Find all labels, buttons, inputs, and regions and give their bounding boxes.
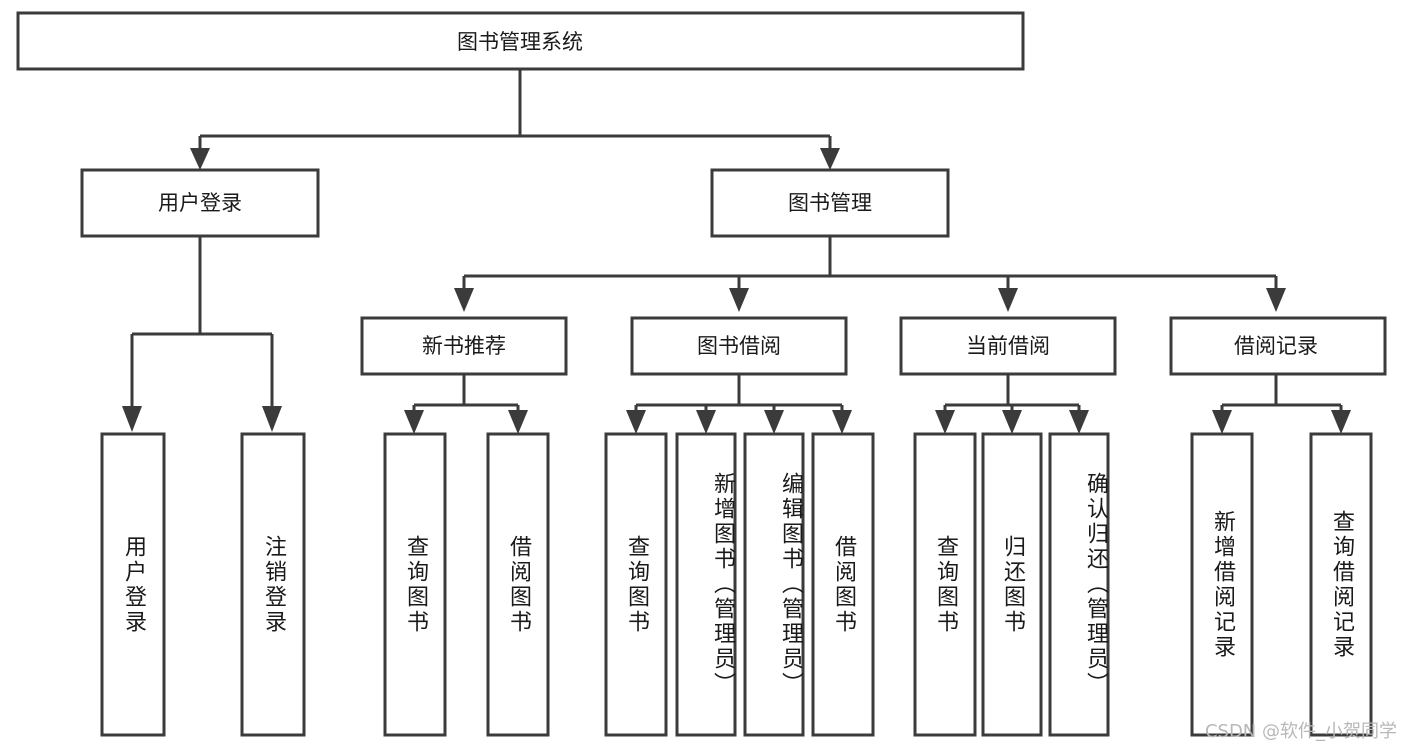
- arrow-head-current-borrow: [998, 288, 1018, 312]
- node-leaf-user-login[interactable]: [100, 432, 166, 737]
- node-new-book-recommend-label: 新书推荐: [422, 334, 506, 358]
- node-user-login-label: 用户登录: [158, 191, 242, 215]
- node-leaf-return-book-box[interactable]: [981, 432, 1043, 737]
- node-leaf-add-record-box[interactable]: [1190, 432, 1254, 737]
- arrow-head-borrow-record: [1266, 288, 1286, 312]
- node-current-borrow-label: 当前借阅: [966, 334, 1050, 358]
- node-leaf-borrow-book-2-box[interactable]: [811, 432, 875, 737]
- arrow-head-leaf-query-book-1: [404, 410, 424, 434]
- node-user-login[interactable]: 用户登录: [80, 168, 320, 238]
- node-leaf-query-book-2-box[interactable]: [604, 432, 668, 737]
- node-root[interactable]: 图书管理系统: [16, 11, 1025, 71]
- node-current-borrow-box[interactable]: [899, 316, 1117, 376]
- node-book-borrow-box[interactable]: [630, 316, 848, 376]
- node-new-book-recommend-box[interactable]: [360, 316, 568, 376]
- node-leaf-query-book-1-box[interactable]: [383, 432, 447, 737]
- arrow-head-new-book-recommend: [454, 288, 474, 312]
- node-leaf-return-book[interactable]: [981, 432, 1043, 737]
- node-leaf-query-record-box[interactable]: [1309, 432, 1373, 737]
- node-user-login-box[interactable]: [80, 168, 320, 238]
- node-leaf-query-book-3[interactable]: [913, 432, 977, 737]
- node-leaf-borrow-book-2[interactable]: [811, 432, 875, 737]
- node-root-box[interactable]: [16, 11, 1025, 71]
- arrow-head-leaf-query-book-2: [626, 410, 646, 434]
- arrow-head-leaf-edit-book: [764, 410, 784, 434]
- arrow-head-user-login: [190, 148, 210, 170]
- arrow-head-leaf-logout: [262, 406, 282, 432]
- arrow-head-book-borrow: [729, 288, 749, 312]
- node-leaf-query-book-2[interactable]: [604, 432, 668, 737]
- arrow-head-leaf-query-record: [1331, 410, 1351, 434]
- arrow-head-leaf-borrow-book-1: [508, 410, 528, 434]
- node-current-borrow[interactable]: 当前借阅: [899, 316, 1117, 376]
- arrow-head-book-manage: [820, 148, 840, 170]
- node-new-book-recommend[interactable]: 新书推荐: [360, 316, 568, 376]
- node-leaf-borrow-book-1-box[interactable]: [486, 432, 550, 737]
- node-leaf-add-record[interactable]: [1190, 432, 1254, 737]
- node-leaf-add-book[interactable]: [675, 432, 737, 737]
- connector-layer: [122, 70, 1351, 434]
- node-leaf-logout[interactable]: [240, 432, 306, 737]
- node-book-manage-label: 图书管理: [788, 191, 872, 215]
- arrow-head-leaf-borrow-book-2: [832, 410, 852, 434]
- arrow-head-leaf-query-book-3: [935, 410, 955, 434]
- node-leaf-borrow-book-1[interactable]: [486, 432, 550, 737]
- arrow-head-leaf-add-record: [1212, 410, 1232, 434]
- watermark-text: CSDN @软件_小贺同学: [1204, 721, 1397, 742]
- node-borrow-record-box[interactable]: [1169, 316, 1387, 376]
- node-leaf-edit-book-box[interactable]: [743, 432, 805, 737]
- node-leaf-confirm-return[interactable]: [1048, 432, 1110, 737]
- arrow-head-leaf-add-book: [696, 410, 716, 434]
- node-borrow-record[interactable]: 借阅记录: [1169, 316, 1387, 376]
- arrow-head-leaf-user-login: [122, 406, 142, 432]
- node-leaf-confirm-return-box[interactable]: [1048, 432, 1110, 737]
- node-book-manage-box[interactable]: [710, 168, 950, 238]
- node-book-manage[interactable]: 图书管理: [710, 168, 950, 238]
- node-leaf-query-record[interactable]: [1309, 432, 1373, 737]
- node-leaf-edit-book[interactable]: [743, 432, 805, 737]
- node-borrow-record-label: 借阅记录: [1234, 334, 1318, 358]
- node-book-borrow[interactable]: 图书借阅: [630, 316, 848, 376]
- arrow-head-leaf-confirm-return: [1069, 410, 1089, 434]
- node-root-label: 图书管理系统: [457, 30, 583, 54]
- node-leaf-logout-box[interactable]: [240, 432, 306, 737]
- node-leaf-query-book-1[interactable]: [383, 432, 447, 737]
- arrow-head-leaf-return-book: [1002, 410, 1022, 434]
- node-leaf-user-login-box[interactable]: [100, 432, 166, 737]
- node-leaf-query-book-3-box[interactable]: [913, 432, 977, 737]
- node-book-borrow-label: 图书借阅: [697, 334, 781, 358]
- node-leaf-add-book-box[interactable]: [675, 432, 737, 737]
